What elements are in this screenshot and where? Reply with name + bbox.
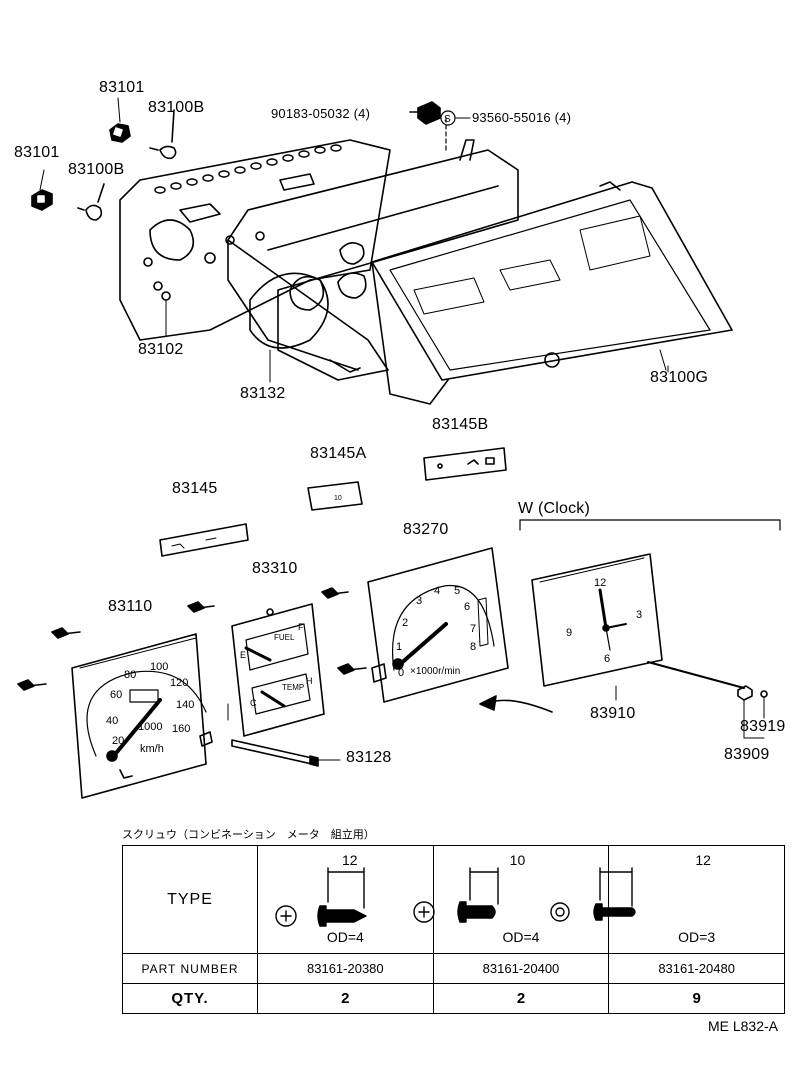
label-83132: 83132: [240, 385, 286, 402]
speedo-20: 20: [112, 735, 124, 747]
tach-3: 3: [416, 595, 422, 607]
label-83145a: 83145A: [310, 445, 367, 462]
tach-7: 7: [470, 623, 476, 635]
type-cell-2: 10 OD=4: [432, 845, 610, 954]
s-mark: S: [444, 114, 451, 125]
dim-3: 12: [695, 852, 711, 868]
bulb-83100b-upper: [149, 109, 177, 160]
label-83128: 83128: [346, 749, 392, 766]
label-83101-lower: 83101: [14, 144, 60, 161]
tachometer-83270: [367, 547, 509, 703]
label-83100b-lower: 83100B: [68, 161, 125, 178]
type-cell-1: 12 OD=4: [257, 845, 434, 954]
od-1: OD=4: [326, 929, 364, 945]
tach-0: 0: [398, 667, 404, 679]
svg-text:10: 10: [334, 495, 342, 502]
od-2: OD=4: [502, 929, 540, 945]
clock-9: 9: [566, 627, 572, 639]
clock-83910: [531, 553, 745, 701]
socket-83101-lower: [31, 189, 53, 211]
label-83102: 83102: [138, 341, 184, 358]
clock-knob-83919: [737, 685, 768, 739]
screws-left: [17, 587, 367, 691]
label-83310: 83310: [252, 560, 298, 577]
speedo-120: 120: [170, 677, 188, 689]
label-83910: 83910: [590, 705, 636, 722]
tach-1: 1: [396, 641, 402, 653]
label-83110: 83110: [108, 598, 153, 615]
label-83101-upper: 83101: [99, 79, 145, 96]
screw-90183: [409, 101, 441, 125]
qty-1: 2: [257, 983, 434, 1014]
speedo-100: 100: [150, 661, 168, 673]
od-3: OD=3: [678, 929, 716, 945]
speedo-60: 60: [110, 689, 122, 701]
tach-4: 4: [434, 585, 440, 597]
label-83100b-upper: 83100B: [148, 99, 205, 116]
diagram-code: ME L832-A: [707, 1018, 778, 1034]
fuel-f: F: [298, 622, 304, 632]
qty-row: QTY. 2 2 9: [122, 983, 785, 1014]
label-90183: 90183-05032 (4): [271, 106, 371, 121]
leader-lines: [165, 317, 669, 721]
tach-5: 5: [454, 585, 460, 597]
meter-case-83132: [227, 139, 519, 381]
qty-header: QTY.: [122, 983, 258, 1014]
type-cell-3: 12 OD=3: [608, 845, 785, 954]
clock-3: 3: [636, 609, 642, 621]
meter-glass-83100g: [371, 181, 733, 405]
part-number-row: PART NUMBER 83161-20380 83161-20400 8316…: [122, 953, 785, 984]
tach-unit: ×1000r/min: [410, 666, 460, 677]
label-83919: 83919: [740, 718, 786, 735]
temp-h: H: [306, 676, 313, 686]
label-83145b: 83145B: [432, 416, 489, 433]
qty-3: 9: [608, 983, 785, 1014]
label-83145: 83145: [172, 480, 218, 497]
speedo-x1000: 1000: [138, 721, 162, 733]
qty-2: 2: [432, 983, 610, 1014]
indicator-plate-83145a: 10: [307, 481, 363, 511]
part-number-header: PART NUMBER: [122, 953, 258, 984]
part-number-2: 83161-20400: [432, 953, 610, 984]
label-93560: 93560-55016 (4): [472, 110, 572, 125]
speedo-140: 140: [176, 699, 194, 711]
indicator-plate-83145b: [423, 447, 507, 481]
clock-6: 6: [604, 653, 610, 665]
clock-12: 12: [594, 577, 606, 589]
speedo-80: 80: [124, 669, 136, 681]
speedo-unit: km/h: [140, 743, 164, 755]
fuel-e: E: [240, 650, 246, 660]
bulb-83100b-lower: [77, 183, 105, 221]
temp-c: C: [250, 698, 257, 708]
dim-1: 12: [342, 852, 358, 868]
printed-circuit-83102: [119, 139, 391, 341]
screw-table: TYPE 12 OD=4 10 OD=4 12 OD=3 PART NUMBER…: [122, 845, 785, 1014]
tach-2: 2: [402, 617, 408, 629]
table-title: スクリュウ（コンビネーション メータ 組立用）: [122, 828, 375, 841]
part-number-1: 83161-20380: [257, 953, 434, 984]
socket-83101-upper: [109, 123, 131, 143]
speedo-160: 160: [172, 723, 190, 735]
label-83909: 83909: [724, 746, 770, 763]
type-header: TYPE: [122, 845, 258, 954]
fuel-label: FUEL: [274, 633, 295, 642]
speedometer-83110: [71, 633, 213, 799]
tach-6: 6: [464, 601, 470, 613]
speedo-40: 40: [106, 715, 118, 727]
fuel-temp-gauge-83310: [231, 603, 325, 737]
label-83270: 83270: [403, 521, 449, 538]
dim-2: 10: [509, 852, 526, 868]
tach-8: 8: [470, 641, 476, 653]
label-83100g: 83100G: [650, 369, 709, 386]
part-number-3: 83161-20480: [608, 953, 785, 984]
temp-label: TEMP: [282, 683, 304, 692]
type-row: TYPE 12 OD=4 10 OD=4 12 OD=3: [122, 845, 785, 954]
label-w-clock: W (Clock): [518, 500, 591, 517]
indicator-plate-83145: [159, 523, 249, 557]
pin-83128: [231, 739, 341, 767]
